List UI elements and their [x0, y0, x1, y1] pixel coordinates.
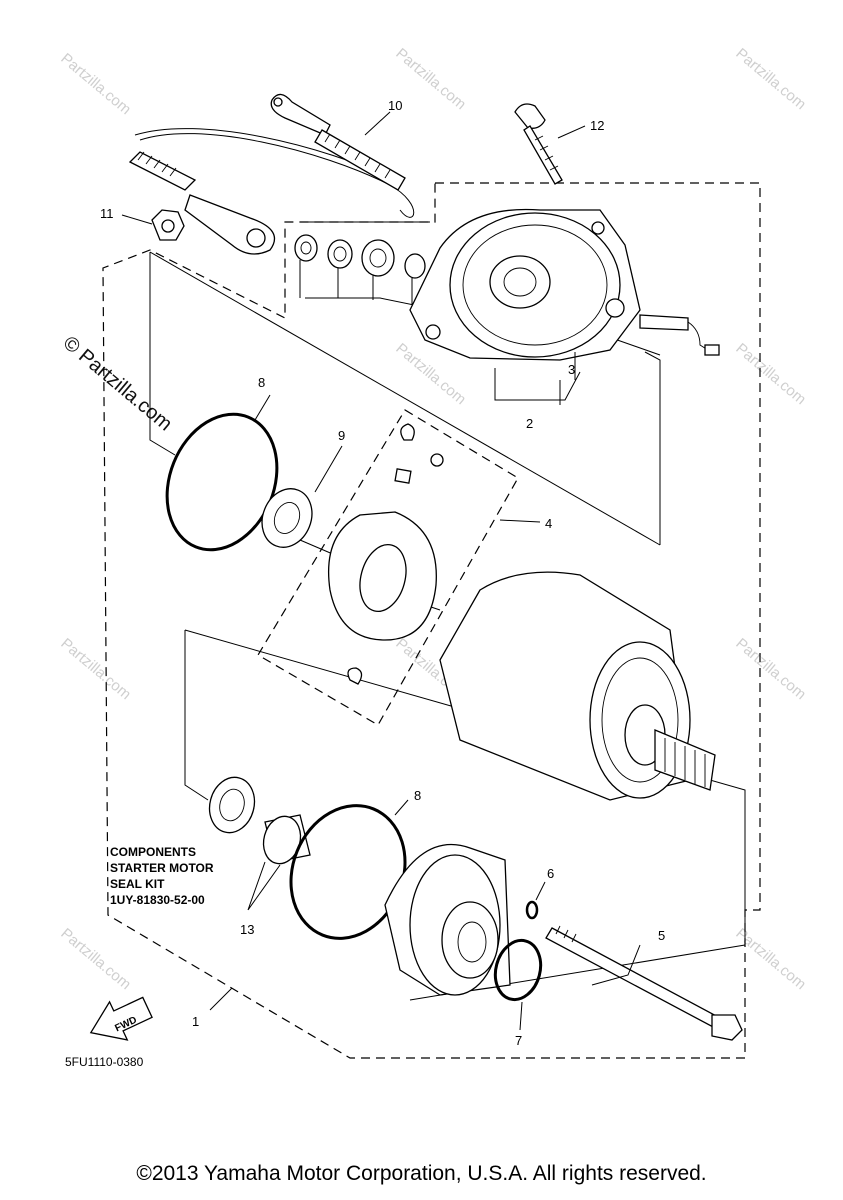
callout-12: 12 [590, 118, 604, 133]
parts-diagram: Partzilla.com Partzilla.com Partzilla.co… [57, 45, 809, 1069]
watermark: Partzilla.com [57, 925, 134, 993]
callout-1: 1 [192, 1014, 199, 1029]
components-line-2: STARTER MOTOR [110, 861, 214, 875]
washer-part [261, 488, 313, 548]
callout-7: 7 [515, 1033, 522, 1048]
cover-seals [294, 234, 426, 279]
terminal-cable-part [128, 93, 415, 255]
watermark-prominent: © Partzilla.com [59, 332, 176, 435]
front-cover-part [409, 208, 720, 361]
callout-6: 6 [547, 866, 554, 881]
components-line-3: SEAL KIT [110, 877, 165, 891]
copyright-notice: ©2013 Yamaha Motor Corporation, U.S.A. A… [136, 1162, 707, 1185]
motor-yoke-part [439, 571, 716, 801]
components-note: COMPONENTS STARTER MOTOR SEAL KIT 1UY-81… [110, 845, 214, 907]
components-title: COMPONENTS [110, 845, 196, 859]
brush-set-boundary [257, 409, 519, 726]
callout-5: 5 [658, 928, 665, 943]
watermark: Partzilla.com [732, 45, 809, 113]
callout-8-upper: 8 [258, 375, 265, 390]
watermark: Partzilla.com [57, 50, 134, 118]
small-o-ring-part [525, 900, 539, 920]
nut-part [151, 209, 185, 241]
callout-3: 3 [568, 362, 575, 377]
components-part-number: 1UY-81830-52-00 [110, 893, 205, 907]
watermark: Partzilla.com [732, 925, 809, 993]
callout-4: 4 [545, 516, 552, 531]
watermark: Partzilla.com [57, 635, 134, 703]
through-bolt-part [545, 925, 743, 1041]
watermark: Partzilla.com [392, 45, 469, 113]
o-ring-part [493, 938, 543, 1002]
diagram-code: 5FU1110-0380 [65, 1055, 144, 1069]
callout-9: 9 [338, 428, 345, 443]
callout-numbers: 1 2 3 4 5 6 7 8 8 9 10 11 12 13 [100, 98, 665, 1048]
watermark: Partzilla.com [732, 635, 809, 703]
callout-11: 11 [100, 206, 114, 221]
callout-13: 13 [240, 922, 254, 937]
bearing-seal-part [208, 776, 311, 865]
bolt-part [514, 103, 563, 185]
brush-plate-part [327, 423, 444, 685]
rear-cover-part [384, 843, 511, 996]
callout-8-lower: 8 [414, 788, 421, 803]
callout-2: 2 [526, 416, 533, 431]
assembly-boundary [102, 182, 761, 1059]
callout-10: 10 [388, 98, 402, 113]
leader-lines [121, 111, 641, 1031]
fwd-arrow-icon: FWD [89, 996, 153, 1041]
watermark: Partzilla.com [732, 340, 809, 408]
